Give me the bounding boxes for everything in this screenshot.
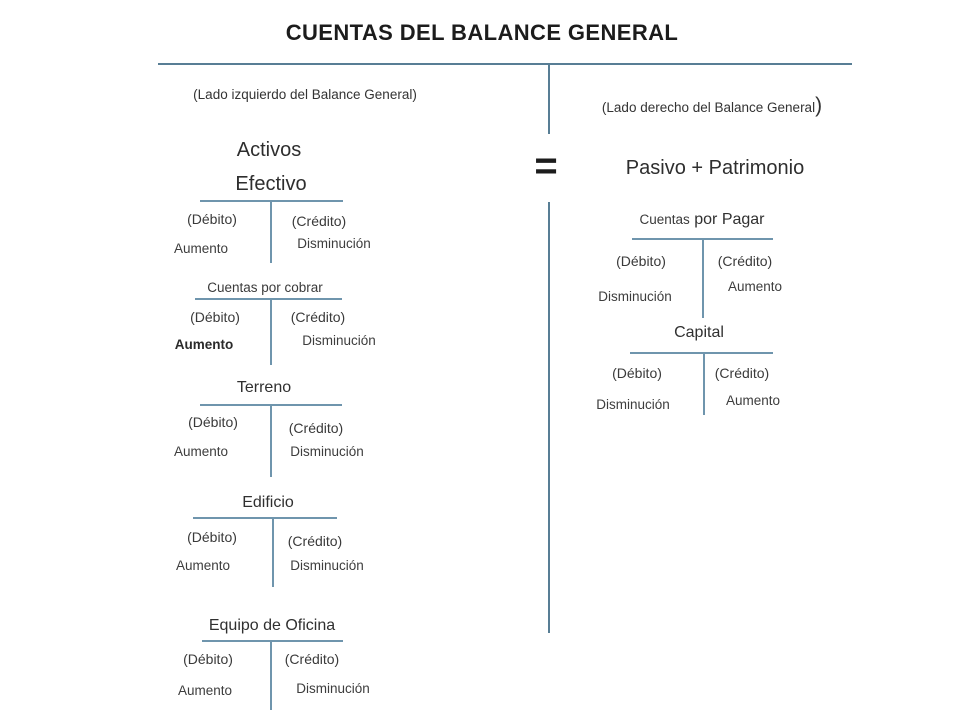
t-account-center-line (703, 352, 705, 415)
t-account-center-line (270, 298, 272, 365)
t-account-top-line (193, 517, 337, 519)
right-caption-paren: ) (815, 94, 823, 117)
credit-effect-label: Disminución (302, 333, 376, 348)
debit-effect-label: Aumento (173, 241, 229, 256)
debit-effect-label: Aumento (173, 444, 229, 459)
credit-label: (Crédito) (717, 253, 773, 269)
right-caption-text: (Lado derecho del Balance General (601, 100, 816, 115)
account-title-large-text: por Pagar (694, 211, 765, 228)
account-title: Cuentas por cobrar (207, 280, 323, 295)
credit-effect-label: Disminución (297, 236, 371, 251)
t-account-top-line (202, 640, 343, 642)
account-title: Equipo de Oficina (208, 617, 336, 634)
account-title: Terreno (236, 379, 292, 396)
debit-label: (Débito) (187, 529, 237, 545)
debit-label: (Débito) (190, 309, 240, 325)
left-caption: (Lado izquierdo del Balance General) (193, 87, 417, 102)
activos-heading: Activos (236, 139, 302, 161)
t-account-center-line (270, 640, 272, 710)
credit-effect-label: Aumento (727, 279, 783, 294)
credit-label: (Crédito) (287, 533, 343, 549)
debit-effect-label: Disminución (596, 397, 670, 412)
debit-label: (Débito) (188, 414, 238, 430)
equals-sign: = (534, 144, 558, 188)
debit-label: (Débito) (183, 651, 233, 667)
t-account-center-line (270, 200, 272, 263)
credit-label: (Crédito) (288, 420, 344, 436)
credit-label: (Crédito) (284, 651, 340, 667)
debit-effect-label: Disminución (598, 289, 672, 304)
credit-effect-label: Disminución (290, 558, 364, 573)
credit-label: (Crédito) (290, 309, 346, 325)
debit-effect-label: Aumento (177, 683, 233, 698)
t-account-center-line (702, 238, 704, 318)
debit-label: (Débito) (612, 365, 662, 381)
account-title: Cuentas por Pagar (639, 211, 764, 229)
debit-label: (Débito) (187, 211, 237, 227)
debit-label: (Débito) (616, 253, 666, 269)
right-caption: (Lado derecho del Balance General) (602, 94, 822, 118)
header-divider-line (158, 63, 852, 65)
account-title: Capital (674, 324, 724, 341)
center-divider-top (548, 64, 550, 134)
center-divider-bottom (548, 202, 550, 633)
page-title: CUENTAS DEL BALANCE GENERAL (285, 20, 679, 45)
account-title: Efectivo (235, 173, 307, 195)
credit-label: (Crédito) (291, 213, 347, 229)
account-title-small: Cuentas (639, 212, 690, 227)
credit-label: (Crédito) (714, 365, 770, 381)
t-account-top-line (630, 352, 773, 354)
credit-effect-label: Aumento (725, 393, 781, 408)
credit-effect-label: Disminución (290, 444, 364, 459)
debit-effect-label: Aumento (175, 558, 231, 573)
account-title: Edificio (242, 494, 294, 511)
pasivo-patrimonio-heading: Pasivo + Patrimonio (625, 157, 805, 179)
t-account-top-line (195, 298, 342, 300)
credit-effect-label: Disminución (296, 681, 370, 696)
t-account-center-line (270, 404, 272, 477)
t-account-center-line (272, 517, 274, 587)
debit-effect-label: Aumento (174, 337, 234, 352)
